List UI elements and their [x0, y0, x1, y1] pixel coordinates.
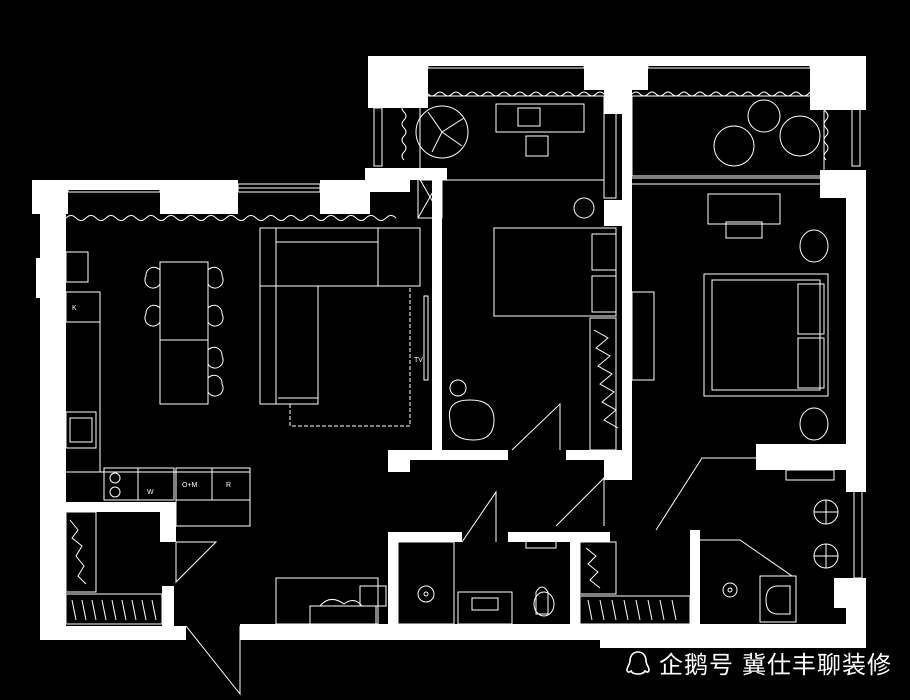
bathrooms [397, 175, 839, 625]
watermark-author: 冀仕丰聊装修 [742, 651, 892, 679]
living-room [259, 227, 429, 625]
label-oven-micro: O+M [182, 482, 198, 489]
penguin-logo-icon [626, 650, 650, 675]
label-washer: W [147, 489, 154, 496]
label-refrigerator: R [226, 482, 231, 489]
label-tv: TV [414, 357, 423, 364]
windows [67, 59, 863, 579]
bedroom-2 [555, 95, 829, 531]
watermark: 企鹅号 冀仕丰聊装修 [625, 645, 892, 680]
walls [32, 56, 866, 648]
label-fridge: K [72, 305, 77, 312]
bedroom-1 [415, 95, 619, 451]
kitchen [65, 251, 251, 696]
watermark-platform: 企鹅号 [659, 651, 734, 679]
